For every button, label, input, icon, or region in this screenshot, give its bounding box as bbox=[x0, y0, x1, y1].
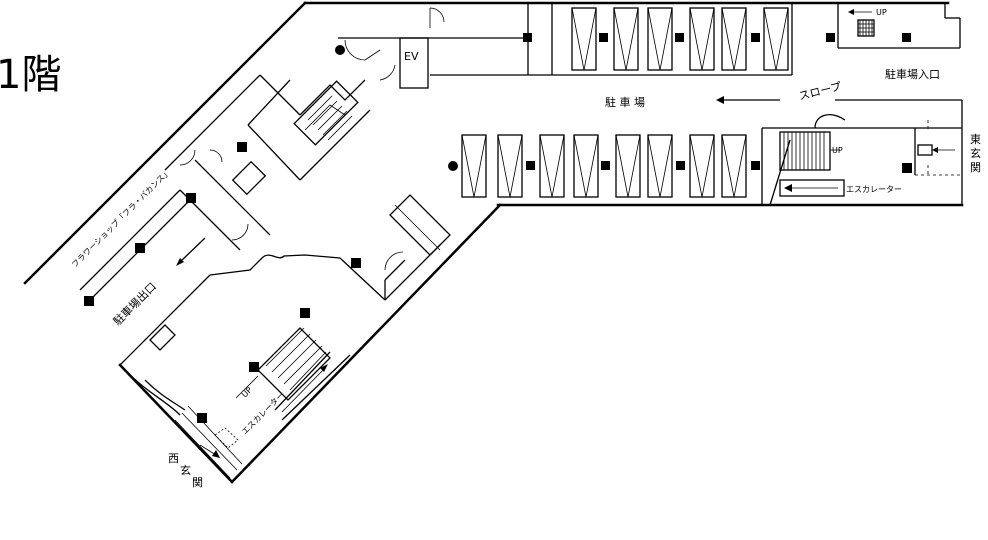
west-wing: UP エスカレーター 西 玄 関 フラワーショップ「フラ・バカンス」 駐車場出口 bbox=[23, 1, 502, 489]
parking-label: 駐 車 場 bbox=[605, 95, 645, 109]
floor-label: 1階 bbox=[0, 52, 61, 98]
parking-exit-label: 駐車場出口 bbox=[110, 279, 159, 328]
up-label-east: UP bbox=[832, 146, 843, 155]
east-entrance-label-3: 関 bbox=[970, 161, 981, 174]
west-entrance-label-2: 玄 bbox=[180, 463, 191, 477]
up-label-top: UP bbox=[876, 8, 887, 17]
elevator-label: EV bbox=[404, 50, 419, 63]
up-label-west: UP bbox=[240, 385, 254, 399]
east-parking-wing: EV UP 駐車場入口 駐 車 場 bbox=[303, 1, 981, 207]
west-entrance-label-3: 関 bbox=[192, 476, 203, 489]
east-entrance-label-1: 東 bbox=[970, 133, 981, 146]
flower-shop-label: フラワーショップ「フラ・バカンス」 bbox=[70, 167, 172, 269]
elevator bbox=[399, 37, 429, 89]
escalator-label-east: エスカレーター bbox=[846, 185, 902, 194]
bottom-parking-bays bbox=[461, 134, 747, 198]
top-parking-bays bbox=[571, 7, 789, 71]
east-entrance-label-2: 玄 bbox=[970, 146, 981, 160]
west-entrance-label-1: 西 bbox=[168, 452, 179, 465]
parking-entrance-label: 駐車場入口 bbox=[885, 67, 940, 81]
